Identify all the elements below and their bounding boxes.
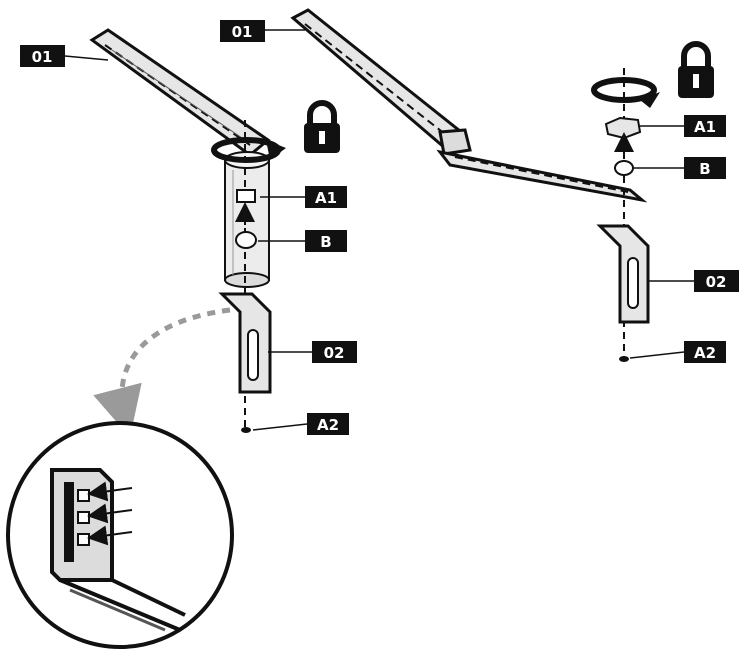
left-arm-01 xyxy=(89,28,271,157)
rotate-arrow-icon xyxy=(591,77,660,108)
svg-text:A2: A2 xyxy=(694,344,716,362)
lock-icon xyxy=(678,41,714,98)
svg-text:B: B xyxy=(320,233,331,251)
right-bracket-02 xyxy=(596,224,650,324)
detail-pointer-arrow xyxy=(93,307,231,438)
label-left-01: 01 xyxy=(20,45,65,67)
right-assembly: 01 A1 B 02 A2 xyxy=(220,8,739,363)
svg-text:A1: A1 xyxy=(315,189,337,207)
svg-text:B: B xyxy=(699,160,710,178)
label-left-02: 02 xyxy=(312,341,357,363)
svg-text:A1: A1 xyxy=(694,118,716,136)
left-washer-b xyxy=(235,231,257,249)
left-nut-a1 xyxy=(235,189,256,225)
label-left-b: B xyxy=(305,230,347,252)
label-right-01: 01 xyxy=(220,20,265,42)
label-left-a2: A2 xyxy=(307,413,349,435)
label-right-02: 02 xyxy=(694,270,739,292)
label-left-a1: A1 xyxy=(305,186,347,208)
svg-text:A2: A2 xyxy=(317,416,339,434)
label-right-a2: A2 xyxy=(684,341,726,363)
right-nut-a1 xyxy=(604,116,642,155)
right-arm-01 xyxy=(290,8,648,203)
left-bracket-02 xyxy=(218,292,272,394)
svg-text:01: 01 xyxy=(32,48,53,66)
label-right-b: B xyxy=(684,157,726,179)
left-bolt-a2 xyxy=(241,427,251,433)
detail-magnifier-circle xyxy=(6,421,234,649)
left-post-cylinder xyxy=(224,151,270,288)
left-assembly: 01 A1 B 02 A2 xyxy=(6,28,357,649)
svg-text:01: 01 xyxy=(232,23,253,41)
right-bolt-a2 xyxy=(619,356,629,362)
label-right-a1: A1 xyxy=(684,115,726,137)
right-washer-b xyxy=(614,160,634,176)
svg-text:02: 02 xyxy=(706,273,727,291)
svg-text:02: 02 xyxy=(324,344,345,362)
lock-icon xyxy=(304,100,340,153)
